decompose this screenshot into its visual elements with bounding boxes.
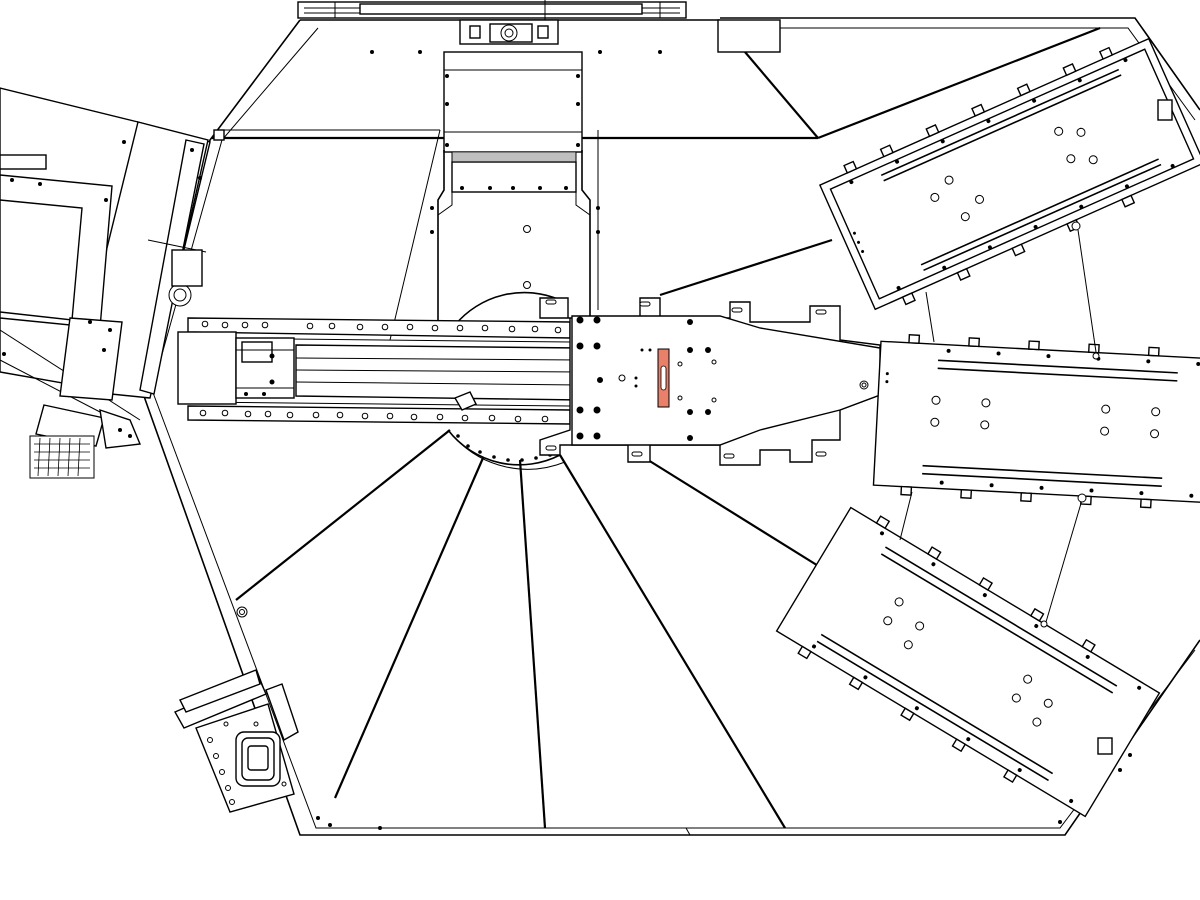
tray-upper-right xyxy=(818,37,1200,311)
tray-lower-right xyxy=(775,506,1161,818)
gantry-rail-assembly xyxy=(177,317,581,462)
left-dock-module xyxy=(0,87,225,479)
center-lift-column xyxy=(370,50,662,470)
carriage-plate xyxy=(539,297,881,466)
tray-links xyxy=(899,99,1173,755)
lower-left-connector xyxy=(174,669,299,813)
top-mount-bracket xyxy=(297,0,781,53)
tray-middle-right xyxy=(872,334,1200,509)
